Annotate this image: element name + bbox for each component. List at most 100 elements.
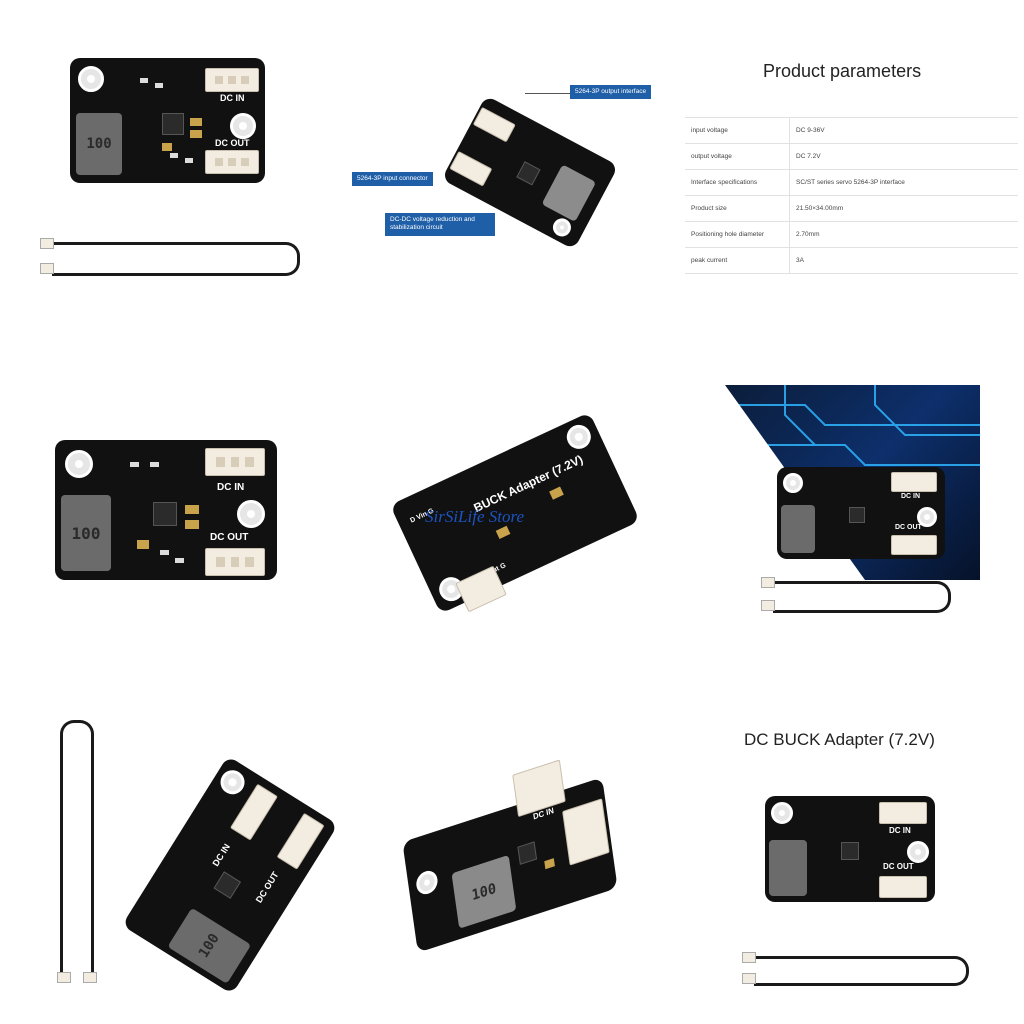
dc-in-label: DC IN [217, 482, 245, 493]
mounting-hole [907, 841, 929, 863]
pcb-board: DC IN DC OUT [777, 467, 945, 559]
dc-in-label: DC IN [889, 826, 911, 835]
dc-in-connector [512, 759, 566, 818]
dc-in-connector [472, 106, 516, 143]
resistor [140, 78, 148, 83]
dc-out-label: DC OUT [215, 138, 250, 148]
cable-plug [57, 972, 71, 983]
inductor [541, 164, 597, 222]
mounting-hole [230, 113, 256, 139]
cable-plug [742, 973, 756, 984]
ic-chip [517, 841, 538, 865]
mounting-hole [414, 868, 439, 897]
callout-line [525, 93, 570, 94]
resistor [185, 158, 193, 163]
dc-in-label: DC IN [210, 842, 232, 869]
mounting-hole [78, 66, 104, 92]
cable-plug [83, 972, 97, 983]
callout-output: 5264-3P output interface [570, 85, 652, 100]
capacitor [137, 540, 149, 549]
capacitor [544, 858, 555, 870]
dc-in-label: DC IN [220, 93, 245, 103]
callout-dcdc: DC-DC voltage reduction and stabilizatio… [385, 213, 495, 236]
dc-out-label: DC OUT [253, 870, 281, 905]
mounting-hole [237, 500, 265, 528]
dc-out-label: DC OUT [895, 524, 922, 531]
mounting-hole [562, 420, 595, 453]
dc-out-connector [449, 151, 493, 187]
mounting-hole [771, 802, 793, 824]
cable [773, 581, 951, 613]
pcb-board: DC IN DC OUT 100 [121, 755, 339, 995]
inductor: 100 [451, 854, 517, 929]
resistor [160, 550, 169, 555]
capacitor [549, 486, 564, 500]
capacitor [162, 143, 172, 151]
ic-chip [849, 507, 865, 523]
product-image-4: DC IN DC OUT 100 [50, 435, 290, 595]
product-image-1: DC IN DC OUT 100 [40, 50, 320, 290]
mounting-hole [215, 765, 250, 799]
pcb-board: DC IN DC OUT 100 [55, 440, 277, 580]
ic-chip [162, 113, 184, 135]
cable-plug [761, 600, 775, 611]
pcb-board: DC IN DC OUT [765, 796, 935, 902]
mounting-hole [783, 473, 803, 493]
inductor: 100 [167, 907, 252, 984]
ic-chip [841, 842, 859, 860]
board-title: BUCK Adapter (7.2V) [471, 452, 586, 516]
resistor [130, 462, 139, 467]
dc-out-connector [891, 535, 937, 555]
dc-out-connector [562, 798, 610, 866]
resistor [155, 83, 163, 88]
params-title: Product parameters [763, 61, 922, 81]
dc-out-connector [879, 876, 927, 898]
capacitor [185, 505, 199, 514]
mounting-hole [917, 507, 937, 527]
capacitor [190, 118, 202, 126]
dc-out-connector [276, 812, 325, 870]
dc-in-connector [879, 802, 927, 824]
ic-chip [213, 871, 242, 899]
product-image-9: DC BUCK Adapter (7.2V) DC IN DC OUT [730, 720, 1000, 1000]
cable-plug [742, 952, 756, 963]
inductor [781, 505, 815, 553]
dc-in-label: DC IN [901, 493, 921, 500]
dc-out-label: DC OUT [210, 532, 249, 543]
dc-out-label: DC OUT [883, 862, 914, 871]
cable-plug [40, 263, 54, 274]
capacitor [495, 525, 511, 539]
cable [52, 242, 300, 276]
callout-input: 5264-3P input connector [352, 172, 433, 187]
pcb-board: DC IN 100 [402, 759, 618, 953]
product-image-2: 5264-3P output interface 5264-3P input c… [345, 70, 675, 270]
cable-plug [761, 577, 775, 588]
product-image-7: DC IN DC OUT 100 [45, 710, 339, 995]
dc-out-connector [205, 150, 259, 174]
product-image-6: DC IN DC OUT [725, 385, 980, 620]
resistor [175, 558, 184, 563]
inductor: 100 [76, 113, 122, 175]
dc-in-connector [205, 448, 265, 476]
cable [754, 956, 969, 986]
dc-out-connector [205, 548, 265, 576]
capacitor [185, 520, 199, 529]
product-title: DC BUCK Adapter (7.2V) [744, 730, 935, 749]
ic-chip [153, 502, 177, 526]
capacitor [190, 130, 202, 138]
watermark: SirSiLife Store [425, 507, 525, 526]
product-image-8: DC IN 100 [385, 740, 635, 955]
inductor: 100 [61, 495, 111, 571]
mounting-hole [65, 450, 93, 478]
resistor [170, 153, 178, 158]
dc-in-connector [205, 68, 259, 92]
ic-chip [516, 161, 541, 186]
